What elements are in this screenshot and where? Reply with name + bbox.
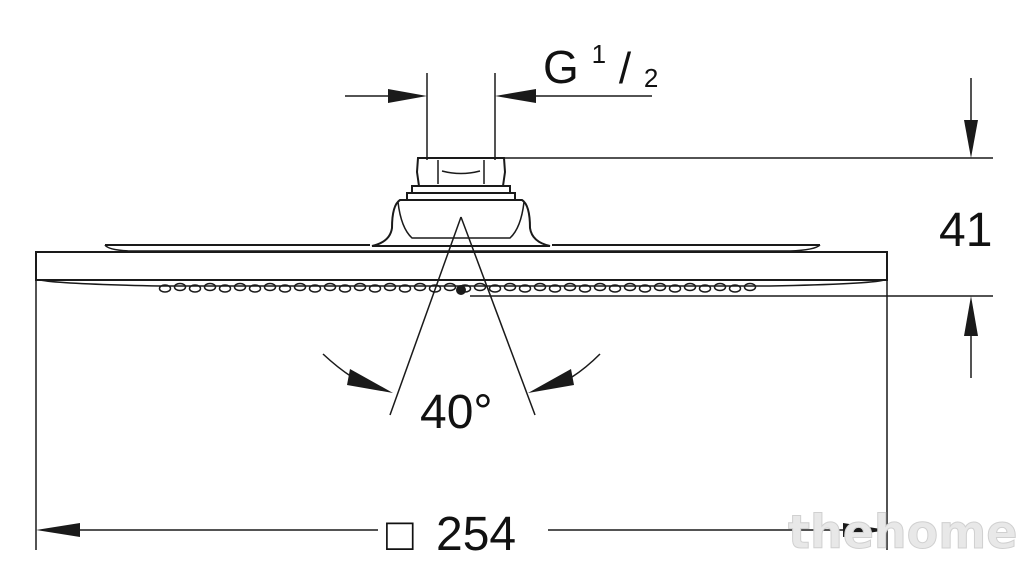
width-dimension: □ 254 xyxy=(35,280,888,561)
angle-arc-left xyxy=(322,353,353,378)
nozzle xyxy=(173,282,187,292)
spray-line-right xyxy=(460,216,536,416)
collar-ring-lower xyxy=(406,192,516,201)
nozzle xyxy=(518,284,532,293)
nozzle xyxy=(413,282,427,292)
nozzle xyxy=(218,284,232,293)
width-arrow-right xyxy=(843,523,887,537)
nozzle xyxy=(308,284,322,293)
nozzle xyxy=(203,282,217,292)
nozzle xyxy=(323,282,337,292)
nozzle xyxy=(293,282,307,292)
nozzle xyxy=(368,284,382,293)
nozzle xyxy=(188,284,202,293)
height-label: 41 xyxy=(939,204,992,257)
angle-arrow-right xyxy=(528,369,574,393)
hex-nut xyxy=(415,157,507,187)
height-arrow-top xyxy=(964,120,978,158)
nozzle xyxy=(578,284,592,293)
nozzle xyxy=(608,284,622,293)
height-arrow-bottom xyxy=(964,296,978,336)
nozzle xyxy=(593,282,607,292)
nozzle xyxy=(488,284,502,293)
spray-line-left xyxy=(389,216,462,416)
shower-base xyxy=(371,199,551,247)
width-label: 254 xyxy=(436,508,516,561)
angle-arc-right xyxy=(571,353,601,378)
angle-arrow-left xyxy=(347,369,393,393)
collar-ring-upper xyxy=(411,185,511,194)
nozzle xyxy=(743,282,757,292)
nozzle xyxy=(383,282,397,292)
nozzle xyxy=(563,282,577,292)
nozzle xyxy=(638,284,652,293)
angle-label: 40° xyxy=(420,386,493,439)
thread-label: G 1 / 2 xyxy=(543,21,658,93)
head-plate xyxy=(35,251,888,281)
thread-dimension: G 1 / 2 xyxy=(345,21,658,160)
spray-angle-dimension: 40° xyxy=(322,216,601,439)
nozzle xyxy=(428,284,442,293)
nozzle xyxy=(683,282,697,292)
width-arrow-left xyxy=(36,523,80,537)
nozzle xyxy=(503,282,517,292)
nozzle xyxy=(248,284,262,293)
square-symbol: □ xyxy=(386,508,414,560)
thread-arrow-right xyxy=(495,89,536,103)
nozzle xyxy=(473,282,487,292)
nozzle xyxy=(338,284,352,293)
watermark-logo: thehome xyxy=(788,505,1017,559)
nozzle xyxy=(398,284,412,293)
nozzle xyxy=(533,282,547,292)
center-nozzle xyxy=(456,285,466,295)
nozzle xyxy=(548,284,562,293)
nozzle xyxy=(278,284,292,293)
shower-head xyxy=(35,157,888,295)
nozzle xyxy=(158,284,172,293)
nozzle xyxy=(653,282,667,292)
nozzle xyxy=(353,282,367,292)
nozzle xyxy=(728,284,742,293)
nozzle xyxy=(623,282,637,292)
nozzle xyxy=(668,284,682,293)
thread-arrow-left xyxy=(388,89,427,103)
nozzle xyxy=(443,282,457,292)
nozzle xyxy=(698,284,712,293)
nozzle xyxy=(713,282,727,292)
nozzle xyxy=(263,282,277,292)
height-dimension: 41 xyxy=(470,78,993,378)
shower-base-inner xyxy=(397,201,525,239)
nozzle-face xyxy=(39,279,885,287)
nozzle-row xyxy=(158,282,757,295)
hex-nut-facets xyxy=(437,160,485,184)
nozzle xyxy=(233,282,247,292)
